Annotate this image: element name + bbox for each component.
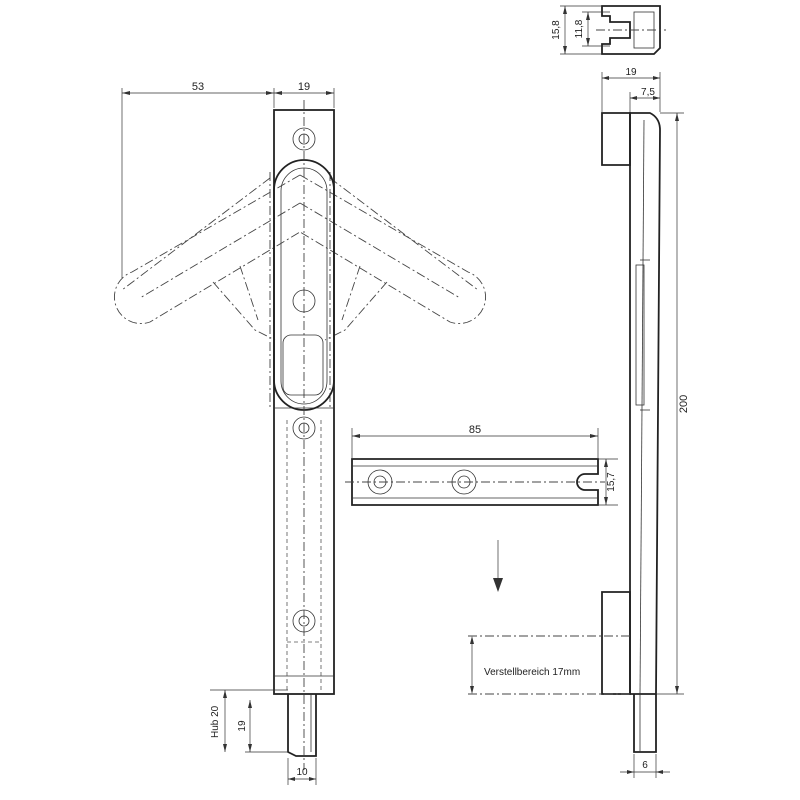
dim-offset-7-5: 7,5: [641, 87, 655, 98]
dim-height-200: 200: [678, 395, 690, 413]
screw-hole-bottom: [292, 609, 316, 633]
dim-bolt-extension-19: 19: [237, 720, 248, 732]
screw-hole-middle: [292, 289, 316, 313]
screw-hole-lower: [292, 416, 316, 440]
handle-swing-left: [113, 174, 301, 341]
side-main-rail: [629, 112, 661, 695]
side-view: Verstellbereich 17mm 19 7,5 200 6: [468, 67, 690, 778]
profile-view: 15,8 11,8: [551, 5, 666, 55]
dim-profile-15-8: 15,8: [551, 20, 562, 40]
front-view: 53 19 Hub 20 19 10: [113, 81, 487, 785]
dim-bolt-width-10: 10: [296, 767, 308, 778]
dim-plate-width-15-7: 15,7: [606, 472, 617, 492]
arrow-down-icon: [493, 540, 503, 592]
profile-section: [601, 5, 661, 55]
handle-swing-right: [299, 174, 487, 341]
dim-stroke-hub-20: Hub 20: [210, 705, 221, 738]
dim-width-19-side: 19: [625, 67, 637, 78]
side-bolt-tip: [633, 694, 657, 753]
strike-plate: [351, 458, 599, 506]
side-top-block: [601, 112, 631, 166]
strike-hole-2: [451, 469, 477, 495]
bolt-body: [273, 109, 335, 695]
strike-plate-view: 85 15,7: [345, 424, 618, 592]
dim-width-53: 53: [192, 81, 204, 93]
screw-hole-top: [292, 127, 316, 151]
dim-profile-11-8: 11,8: [574, 19, 585, 38]
bolt-tip: [287, 694, 317, 757]
dim-plate-length-85: 85: [469, 424, 481, 436]
finger-grip: [282, 334, 324, 396]
adjustment-range-label: Verstellbereich 17mm: [484, 667, 580, 678]
strike-hole-1: [367, 469, 393, 495]
dim-width-19-front: 19: [298, 81, 310, 93]
side-bottom-block: [601, 591, 631, 695]
dim-bolt-width-6: 6: [642, 760, 648, 771]
